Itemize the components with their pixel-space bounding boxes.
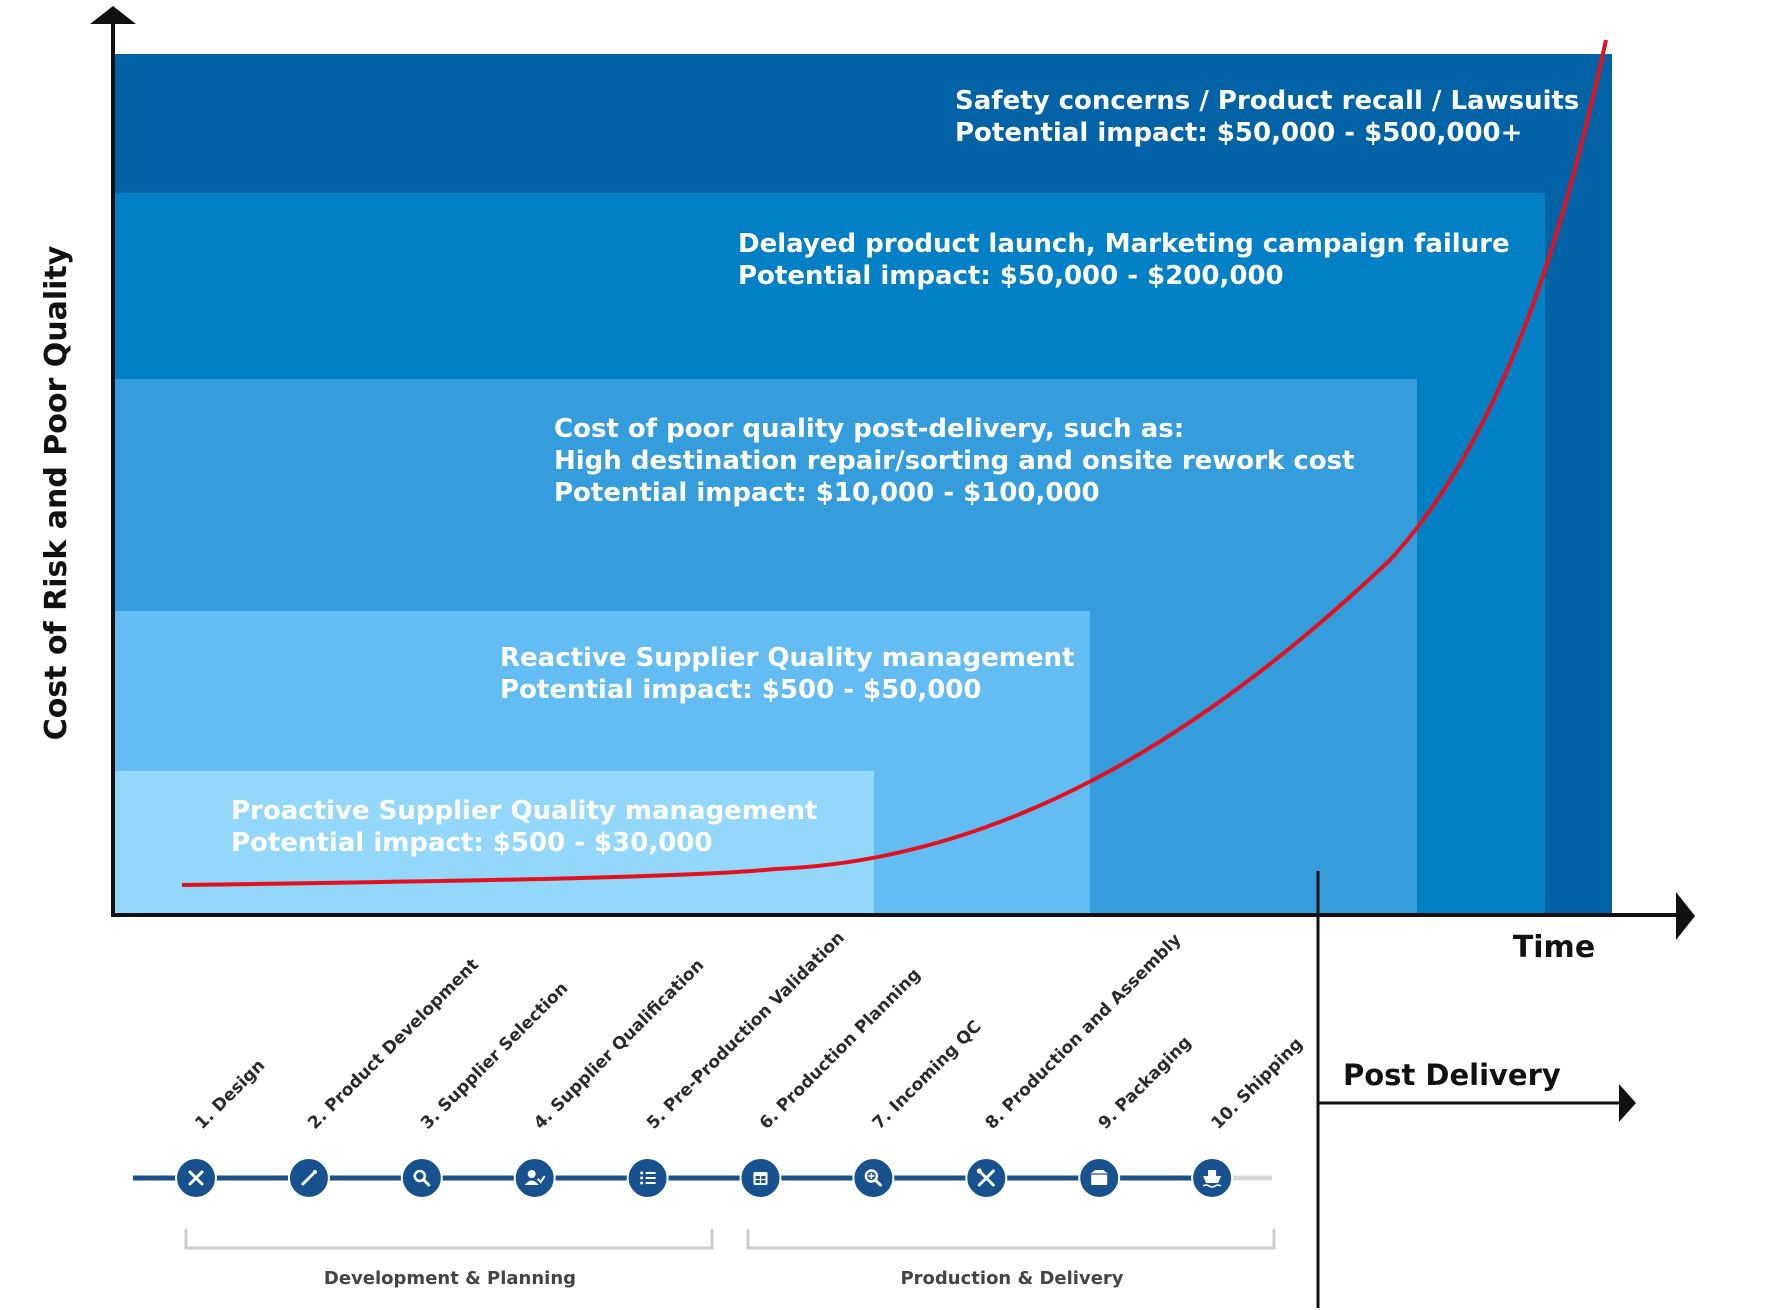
x-axis-arrow-icon — [1676, 892, 1695, 940]
x-axis — [111, 892, 1695, 940]
zoom-in-icon — [864, 1169, 882, 1187]
band-proactive-sqm-line: Proactive Supplier Quality management — [231, 796, 817, 826]
ship-icon — [1202, 1170, 1222, 1188]
band-post-delivery-cost-line: Potential impact: $10,000 - $100,000 — [554, 478, 1100, 508]
post-delivery-label: Post Delivery — [1343, 1058, 1561, 1092]
stage-node — [400, 1157, 443, 1199]
timeline-stage: 10. Shipping — [1191, 1034, 1307, 1199]
group-bracket-production-delivery — [746, 1229, 1276, 1250]
stage-node — [513, 1157, 556, 1199]
group-bracket-development-planning — [184, 1229, 714, 1250]
user-check-icon — [524, 1170, 546, 1185]
band-safety-recall-line: Potential impact: $50,000 - $500,000+ — [955, 118, 1522, 148]
stage-label: 8. Production and Assembly — [982, 930, 1186, 1134]
post-delivery-arrow — [1318, 1084, 1636, 1122]
band-reactive-sqm-text: Reactive Supplier Quality management Pot… — [500, 643, 1083, 705]
band-reactive-sqm-line: Potential impact: $500 - $50,000 — [500, 675, 981, 705]
x-axis-label: Time — [1513, 930, 1595, 965]
stage-label: 9. Packaging — [1095, 1033, 1196, 1134]
calendar-icon — [753, 1172, 768, 1185]
y-axis-label: Cost of Risk and Poor Quality — [39, 245, 74, 740]
band-safety-recall-text: Safety concerns / Product recall / Lawsu… — [955, 86, 1588, 148]
band-post-delivery-cost-line: High destination repair/sorting and onsi… — [554, 446, 1355, 476]
band-post-delivery-cost-text: Cost of poor quality post-delivery, such… — [554, 414, 1364, 508]
stage-label: 5. Pre-Production Validation — [643, 928, 849, 1134]
magic-wand-icon — [301, 1170, 317, 1186]
wrench-screwdriver-icon — [976, 1168, 995, 1187]
post-delivery-arrow-icon — [1619, 1084, 1636, 1122]
box-icon — [1090, 1170, 1109, 1185]
band-delayed-launch-line: Potential impact: $50,000 - $200,000 — [738, 261, 1284, 291]
y-axis-arrow-icon — [90, 6, 136, 24]
timeline-stage: 2. Product Development — [287, 955, 483, 1199]
timeline-stage: 9. Packaging — [1078, 1033, 1196, 1199]
checklist-icon — [640, 1171, 656, 1185]
group-label-production-delivery: Production & Delivery — [900, 1268, 1123, 1289]
group-label-development-planning: Development & Planning — [324, 1268, 576, 1289]
timeline-stage: 7. Incoming QC — [852, 1017, 986, 1199]
stage-label: 10. Shipping — [1207, 1034, 1306, 1133]
y-axis — [90, 6, 136, 916]
band-delayed-launch-text: Delayed product launch, Marketing campai… — [738, 229, 1519, 291]
band-delayed-launch-line: Delayed product launch, Marketing campai… — [738, 229, 1510, 259]
cost-curve — [181, 39, 1608, 887]
band-reactive-sqm-line: Reactive Supplier Quality management — [500, 643, 1074, 673]
band-proactive-sqm-text: Proactive Supplier Quality management Po… — [231, 796, 827, 858]
stage-label: 1. Design — [191, 1056, 269, 1134]
search-icon — [413, 1169, 431, 1187]
design-tools-icon — [188, 1170, 204, 1186]
band-proactive-sqm — [115, 771, 874, 915]
stage-node — [852, 1157, 895, 1199]
band-safety-recall-line: Safety concerns / Product recall / Lawsu… — [955, 86, 1579, 116]
band-post-delivery-cost-line: Cost of poor quality post-delivery, such… — [554, 414, 1184, 444]
band-proactive-sqm-line: Potential impact: $500 - $30,000 — [231, 828, 712, 858]
stage-label: 7. Incoming QC — [869, 1017, 986, 1134]
